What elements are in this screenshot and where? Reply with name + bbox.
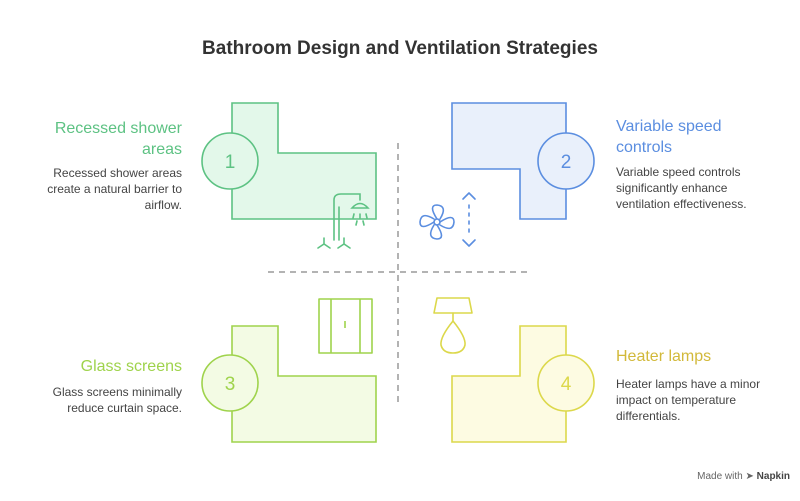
- speed-arrows-icon: [462, 192, 476, 247]
- shower-icon: [317, 193, 370, 249]
- napkin-logo-icon: ➤: [745, 471, 754, 482]
- quadrant-1-circle: [201, 132, 259, 190]
- quadrant-4-title: Heater lamps: [616, 348, 712, 365]
- quadrant-4-circle: [537, 354, 595, 412]
- badge-brand: Napkin: [756, 471, 790, 482]
- quadrant-3-description: Glass screens minimally reduce curtain s…: [52, 385, 182, 415]
- quadrant-1-title: Recessed shower areas: [54, 120, 182, 158]
- made-with-badge[interactable]: Made with ➤ Napkin: [697, 471, 790, 482]
- fan-icon: [419, 204, 455, 240]
- quadrant-4-shape: [451, 325, 567, 443]
- quadrant-4-number: 4: [561, 374, 572, 395]
- quadrant-4-description: Heater lamps have a minor impact on temp…: [616, 377, 761, 423]
- quadrant-2-description: Variable speed controls significantly en…: [616, 165, 747, 211]
- glass-door-icon: [318, 298, 373, 354]
- diagram-title: Bathroom Design and Ventilation Strategi…: [202, 38, 598, 59]
- quadrant-2-number: 2: [561, 152, 572, 173]
- quadrant-3-circle: [201, 354, 259, 412]
- quadrant-2-title: Variable speed controls: [616, 118, 722, 156]
- quadrant-3-title: Glass screens: [80, 358, 182, 375]
- quadrant-2-shape: [451, 102, 567, 220]
- quadrant-2-circle: [537, 132, 595, 190]
- quadrant-3-shape: [231, 325, 377, 443]
- badge-prefix: Made with: [697, 471, 743, 482]
- lamp-icon: [433, 297, 473, 354]
- quadrant-3-number: 3: [225, 374, 236, 395]
- quadrant-1-number: 1: [225, 152, 236, 173]
- quadrant-1-shape: [231, 102, 377, 220]
- quadrant-1-description: Recessed shower areas create a natural b…: [47, 166, 182, 212]
